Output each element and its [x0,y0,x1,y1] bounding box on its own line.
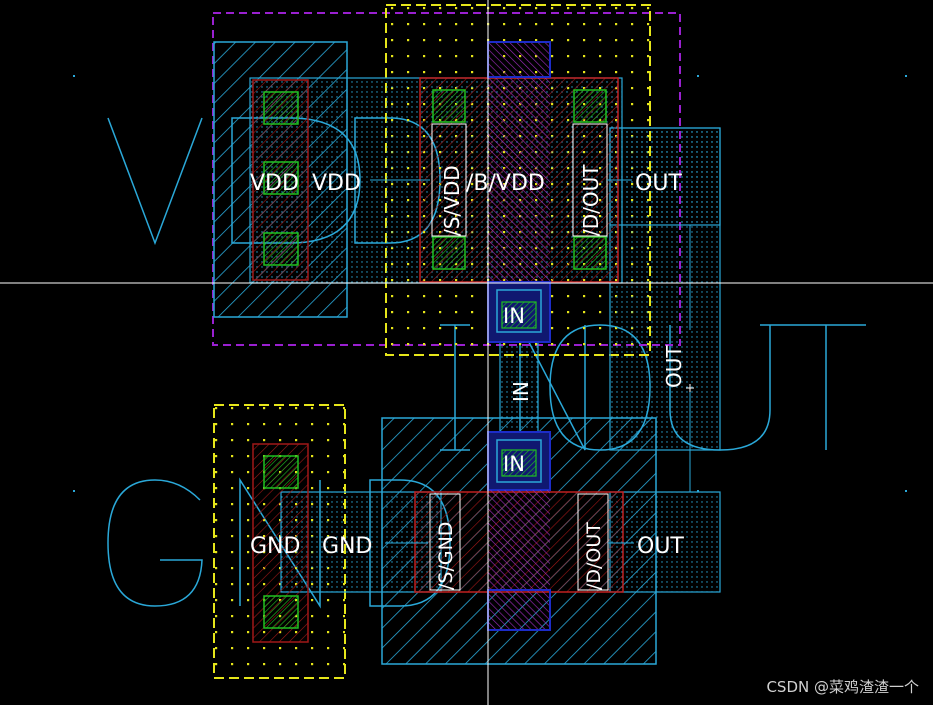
label-out-top: OUT [635,171,682,196]
watermark-text: CSDN @菜鸡渣渣一个 [766,678,919,696]
label-out-vertical: OUT [662,345,686,388]
label-d-out-bottom: /D/OUT [583,522,605,590]
origin-marker [686,384,694,392]
label-b-vdd: /B/VDD [466,171,545,196]
background-dots [73,75,907,492]
poly-gate [487,41,551,631]
label-in-bottom: IN [503,452,525,476]
label-vdd-1: VDD [250,171,299,196]
terminal-boxes [429,123,609,591]
label-in-mid: IN [509,381,533,402]
label-in-top: IN [503,304,525,328]
label-vdd-2: VDD [312,171,361,196]
label-gnd-1: GND [250,534,300,559]
net-lines [370,179,691,544]
label-s-vdd: /S/VDD [440,165,464,236]
label-out-bottom: OUT [637,534,684,559]
label-s-gnd: /S/GND [435,522,457,590]
net-labels: VDD VDD /B/VDD OUT /S/VDD /D/OUT IN IN I… [250,164,686,590]
contacts [263,89,607,629]
label-gnd-2: GND [322,534,372,559]
label-d-out-top: /D/OUT [579,164,603,236]
